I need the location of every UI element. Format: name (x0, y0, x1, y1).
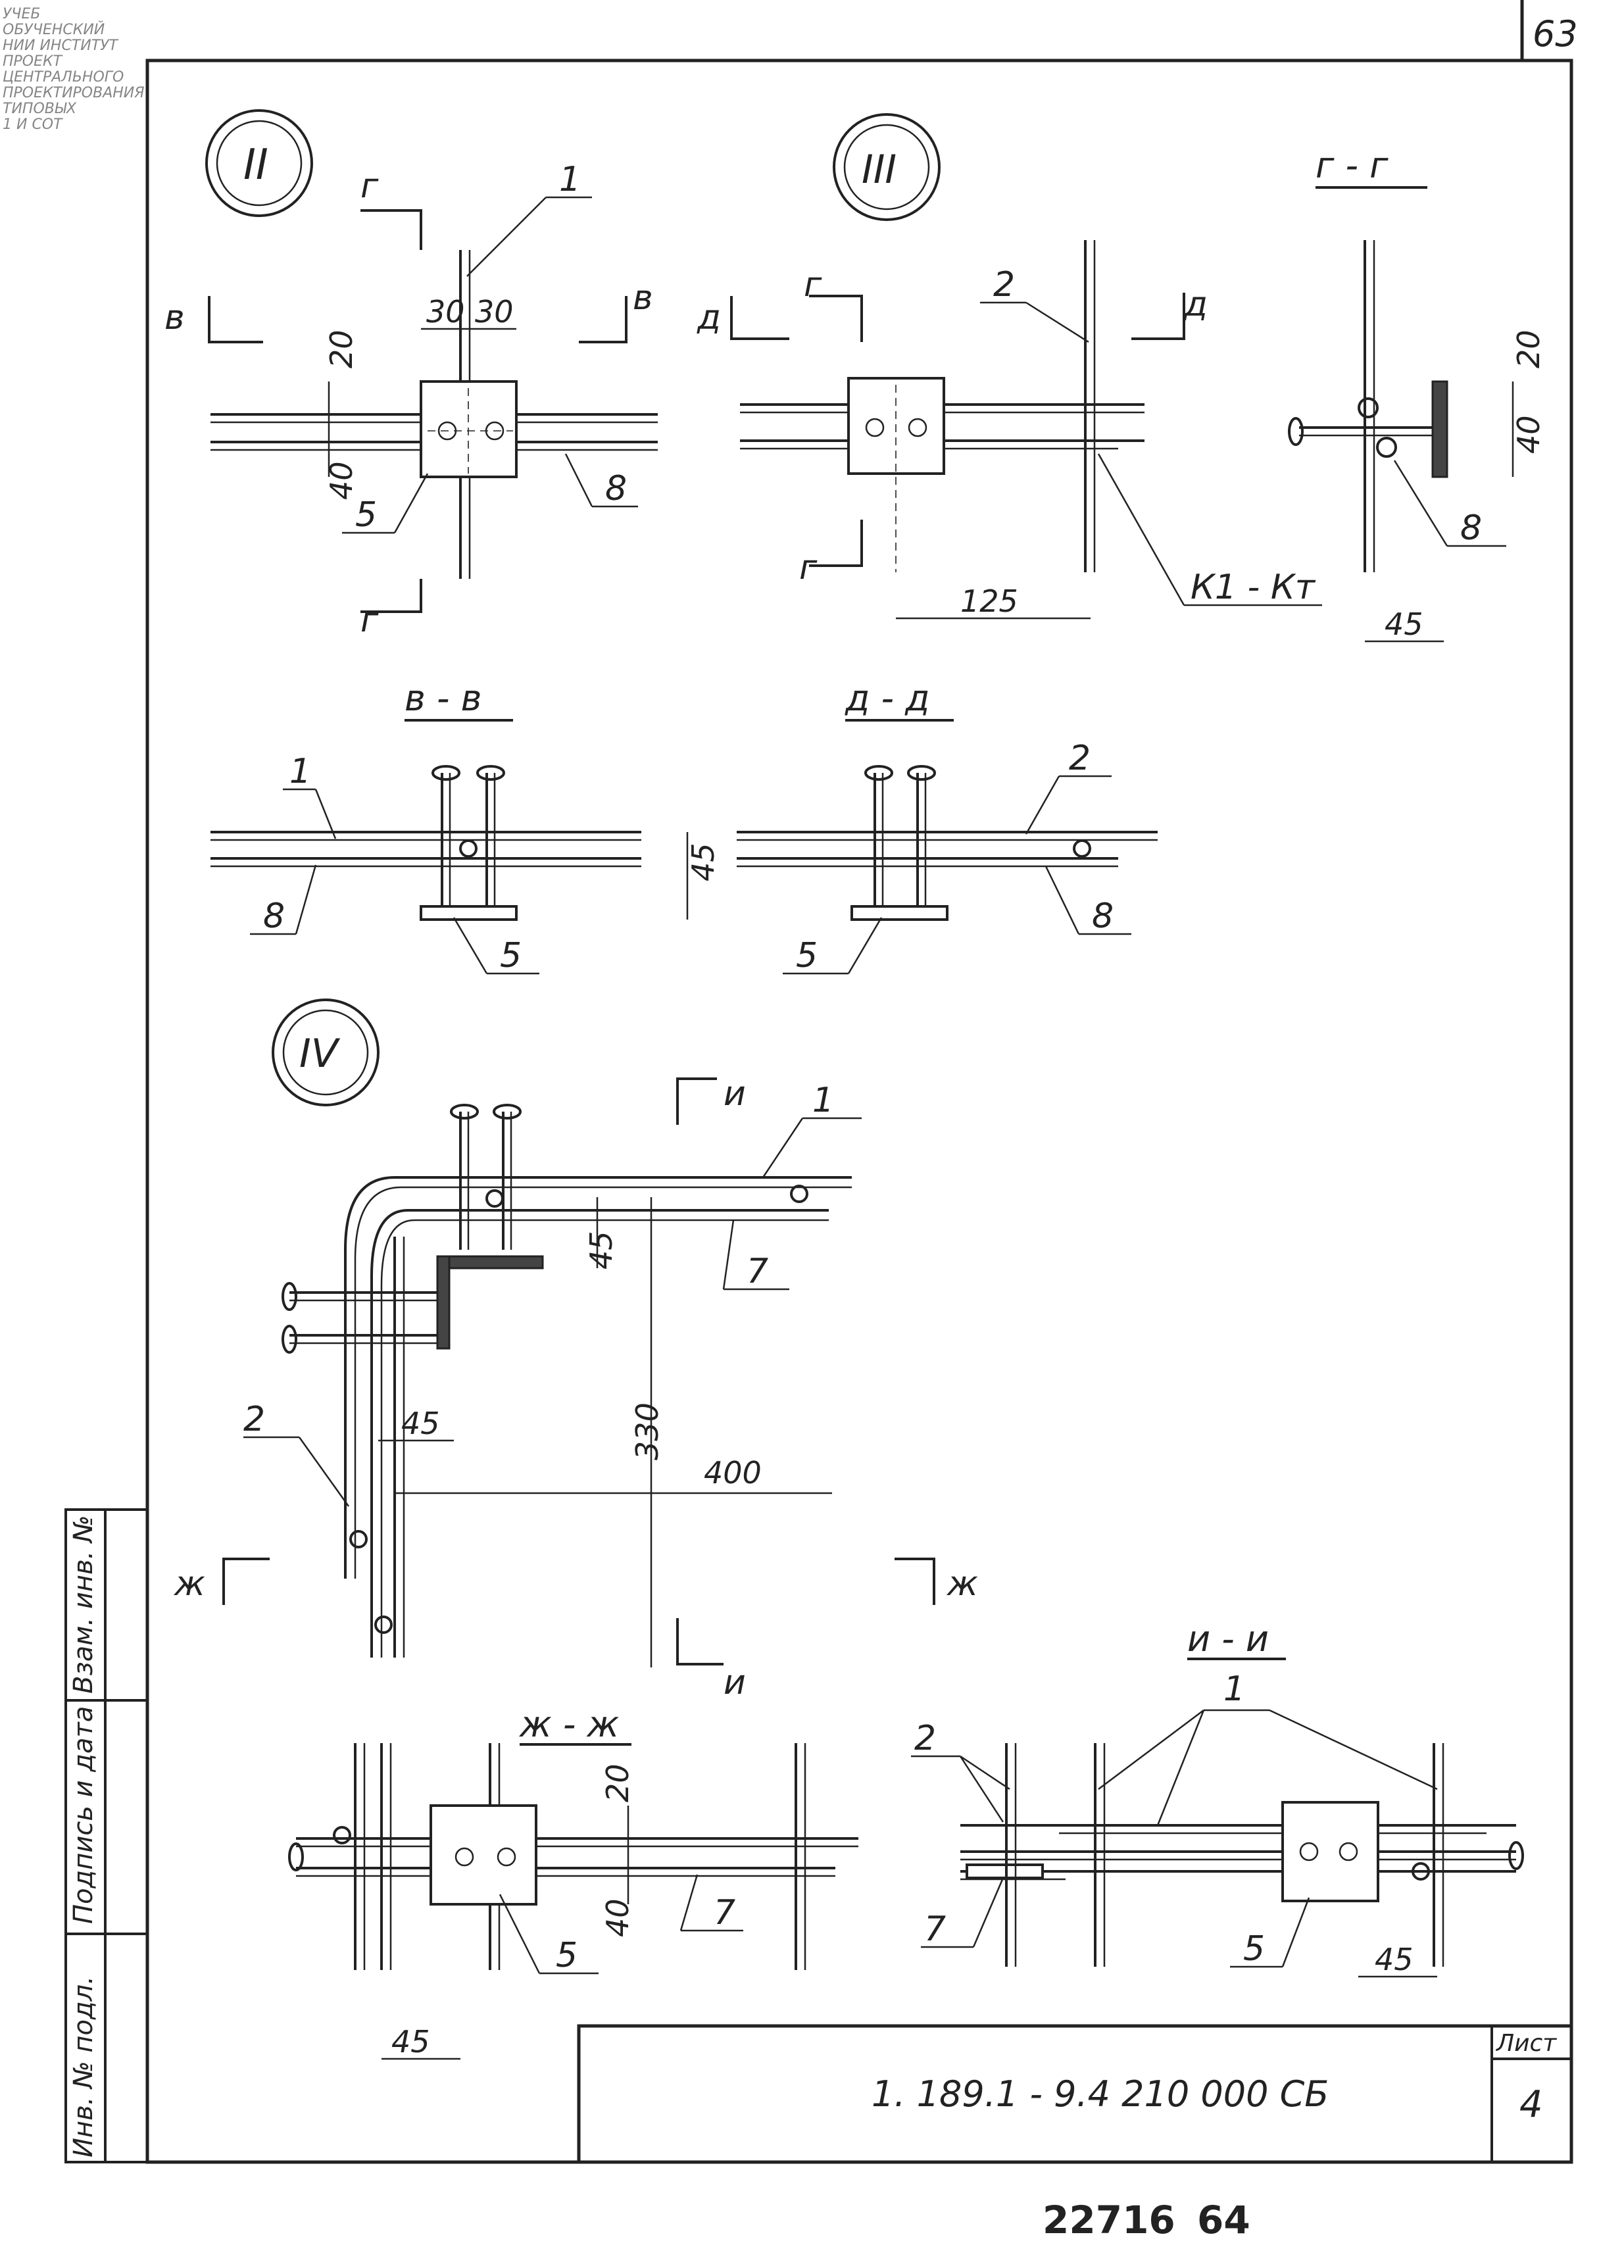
pos-7-ii: 7 (924, 1910, 946, 1949)
section-gg-title: г - г (1316, 145, 1389, 186)
cut-v-right: в (633, 278, 653, 318)
bottom-numbers: 22716 64 (1043, 2198, 1250, 2242)
section-i-i: и - и 45 1 2 7 5 (911, 1618, 1524, 1978)
svg-text:УЧЕБ: УЧЕБ (3, 6, 40, 22)
section-zhzh-title: ж - ж (518, 1704, 619, 1745)
side-stamp: Инв. № подл. Подпись и дата Взам. инв. № (64, 1508, 149, 2163)
cut-i-top: и (724, 1074, 746, 1114)
view-ii-label: II (243, 141, 268, 189)
view-iii: III д д г г 125 2 К1 - Кт (697, 113, 1322, 620)
page-counter: 64 (1197, 2198, 1250, 2242)
cut-d-right: д (1183, 285, 1208, 324)
stamp-vzam-inv: Взам. инв. № (68, 1515, 99, 1694)
svg-text:1 И СОТ: 1 И СОТ (3, 116, 63, 133)
pos-5-ii: 5 (1243, 1929, 1265, 1969)
pos-2-ii: 2 (914, 1719, 936, 1758)
dim-40: 40 (324, 461, 359, 500)
svg-text:ОБУЧЕНСКИЙ: ОБУЧЕНСКИЙ (3, 21, 105, 38)
pos-1-iv: 1 (812, 1081, 834, 1120)
cut-g-bottom-iii: г (799, 548, 818, 587)
dim-45-zh: 45 (391, 2024, 430, 2059)
dim-20-gg: 20 (1511, 330, 1546, 368)
view-ii: II в в г г 30 30 20 40 1 (164, 109, 658, 640)
dim-45-gg: 45 (1385, 606, 1423, 642)
stamp-inv-podl: Инв. № подл. (68, 1976, 99, 2157)
cut-g-top-iii: г (804, 265, 822, 305)
pos-2-iv: 2 (243, 1400, 265, 1439)
dim-40-zh: 40 (600, 1898, 635, 1937)
dim-45-iv-top: 45 (583, 1231, 619, 1270)
sheet-number: 4 (1519, 2083, 1543, 2126)
pos-8-view-ii: 8 (605, 469, 627, 508)
dim-45-vv: 45 (685, 843, 721, 881)
section-g-g: г - г 20 40 45 8 (1288, 145, 1546, 643)
dim-125: 125 (960, 583, 1018, 619)
pos-5-vv: 5 (500, 936, 522, 975)
dim-20: 20 (324, 330, 359, 368)
pos-5-view-ii: 5 (355, 495, 377, 535)
view-iv-label: IV (299, 1031, 341, 1077)
cut-d-left: д (697, 298, 721, 337)
cut-zh-right: ж (947, 1564, 978, 1604)
section-d-d: д - д 2 8 5 (737, 678, 1158, 975)
dim-20-zh: 20 (600, 1763, 635, 1802)
institute-stamp: УЧЕБ ОБУЧЕНСКИЙ НИИ ИНСТИТУТ ПРОЕКТ ЦЕНТ… (3, 6, 145, 133)
pos-7-iv: 7 (747, 1252, 768, 1291)
dim-45-ii: 45 (1375, 1942, 1414, 1977)
page-number: 63 (1533, 13, 1578, 55)
dim-45-iv-side: 45 (401, 1406, 440, 1441)
dim-330: 330 (629, 1402, 665, 1460)
pos-1-ii: 1 (1223, 1669, 1245, 1709)
title-block: 1. 189.1 - 9.4 210 000 СБ Лист 4 (577, 2024, 1573, 2164)
svg-text:ТИПОВЫХ: ТИПОВЫХ (3, 101, 77, 117)
pos-5-dd: 5 (796, 936, 818, 975)
cut-g-bottom: г (360, 601, 379, 640)
section-v-v: в - в 45 1 8 5 (210, 678, 721, 975)
pos-7-zh: 7 (714, 1893, 735, 1933)
sheet-label: Лист (1495, 2030, 1557, 2057)
section-zh-zh: ж - ж 20 40 45 5 7 (288, 1704, 858, 2060)
view-iv: IV и и ж ж (174, 998, 978, 1702)
pos-1-view-ii: 1 (559, 160, 581, 199)
svg-text:ПРОЕКТ: ПРОЕКТ (3, 53, 63, 70)
svg-text:ПРОЕКТИРОВАНИЯ: ПРОЕКТИРОВАНИЯ (3, 85, 145, 101)
dim-400: 400 (704, 1455, 762, 1491)
section-vv-title: в - в (405, 678, 481, 719)
view-iii-label: III (862, 147, 897, 193)
pos-8-gg: 8 (1460, 508, 1482, 548)
svg-text:НИИ ИНСТИТУТ: НИИ ИНСТИТУТ (3, 37, 119, 54)
section-dd-title: д - д (845, 678, 930, 719)
pos-8-dd: 8 (1092, 897, 1114, 936)
svg-text:ЦЕНТРАЛЬНОГО: ЦЕНТРАЛЬНОГО (3, 69, 124, 86)
cut-i-bottom: и (724, 1663, 746, 1702)
section-ii-title: и - и (1187, 1618, 1269, 1660)
pos-1-vv: 1 (289, 752, 311, 791)
drawing-designation: 1. 189.1 - 9.4 210 000 СБ (872, 2073, 1329, 2115)
cut-v-left: в (164, 298, 185, 337)
cut-zh-left: ж (174, 1564, 205, 1604)
pos-8-vv: 8 (263, 897, 285, 936)
pos-2-dd: 2 (1069, 739, 1091, 778)
dim-40-gg: 40 (1511, 415, 1546, 454)
dim-30b: 30 (475, 294, 514, 330)
archive-number: 22716 (1043, 2198, 1175, 2242)
dim-30a: 30 (426, 294, 465, 330)
pos-k1kt: К1 - Кт (1191, 568, 1316, 607)
stamp-podpis-data: Подпись и дата (68, 1706, 99, 1924)
pos-2-view-iii: 2 (993, 265, 1015, 305)
cut-g-top: г (360, 166, 379, 206)
pos-5-zh: 5 (556, 1936, 578, 1975)
